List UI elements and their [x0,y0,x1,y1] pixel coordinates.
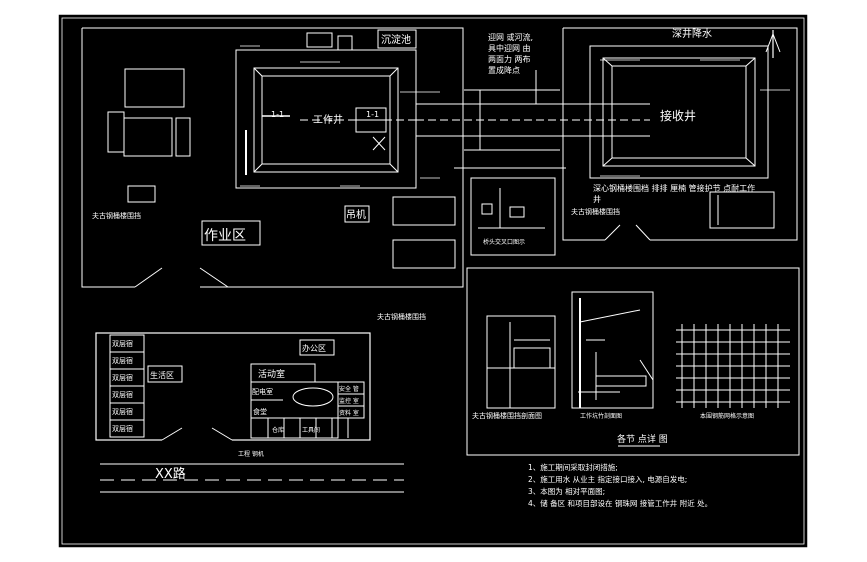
enclosure-label-right: 夫古钢桶楼围挡 [571,207,620,216]
receiving-caption: 深心钢桶楼围档 排排 厘楠 管接护节 点耐工作井 [593,183,755,204]
storage-box [124,68,185,108]
notes-line: 3、本图为 相对平面图; [528,486,605,496]
gate-line-2 [199,267,229,288]
pipe-note-line: 置成降点 [488,65,520,75]
receiving-pit-outer [589,45,769,179]
general-notes: 1、施工期间采取封闭措施; 2、施工用水 从业主 指定接口接入, 电源自发电; 3、… [528,462,712,508]
dorm-6: 双层宿 [112,424,133,433]
bottom-room-1: 食堂 [253,407,267,416]
small-panel [470,177,556,256]
pipe-note: 迎网 或河流,具中迎网 由两面力 两布置成降点 [488,32,533,75]
receiving-caption-line: 井 [593,194,601,204]
pond [292,387,334,407]
enclosure-label-left: 夫古钢桶楼围挡 [92,211,141,220]
office-room-1: 配电室 [252,387,273,396]
pipe-note-line: 具中迎网 由 [488,43,531,53]
side-box-3 [175,117,191,157]
working-pit-outer [235,49,417,189]
gate-label: 工程 钢机 [238,450,264,458]
dorm-2: 双层宿 [112,356,133,365]
receiving-pit-core [611,65,747,159]
office-area-label: 办公区 [302,343,326,353]
receiving-well-label: 接收井 [660,108,696,123]
inner-frame [61,17,805,545]
site-boundary-left [82,27,464,288]
dimension-marks [240,45,790,187]
notes-line: 2、施工用水 从业主 指定接口接入, 电源自发电; [528,474,687,484]
receiving-pit-inner [602,57,756,167]
office-room-4: 资料 室 [339,409,359,417]
small-panel-caption: 桥头交叉口图示 [483,238,525,246]
crane-box [344,205,370,223]
section-mark-label-2: 1-1 [271,110,284,119]
enclosure-label-living: 夫古钢桶楼围挡 [377,312,426,321]
detail-1 [486,315,556,409]
receiving-caption-line: 深心钢桶楼围档 排排 厘楠 管接护节 点耐工作 [593,183,755,193]
activity-room-label: 活动室 [258,368,285,380]
detail-caption-3: 本围钢筋网格示意图 [700,412,754,420]
side-box-1 [107,111,125,153]
outer-frame [57,13,809,549]
gate-line-1 [134,267,163,288]
receiving-small-box [709,191,775,229]
dorm-3: 双层宿 [112,373,133,382]
small-box-2 [337,35,353,51]
notes-line: 4、储 备区 和项目部设在 钢珠网 接管工作井 附近 处。 [528,498,712,508]
side-box-2 [123,117,173,157]
right-box-1 [392,196,456,226]
office-room-3: 监控 室 [339,397,359,405]
working-well-label: 工作井 [313,113,343,126]
road-label: XX路 [155,466,186,482]
detail-2 [571,291,654,409]
site-boundary-left-2 [81,28,135,288]
pipe-note-line: 两面力 两布 [488,54,531,64]
receiving-boundary-2 [562,28,605,241]
details-panel [466,267,800,456]
dorm-4: 双层宿 [112,390,133,399]
crane-label: 吊机 [346,208,366,221]
detail-3-grid [676,324,790,408]
pipe-note-line: 迎网 或河流, [488,32,533,42]
dewatering-label: 深井降水 [672,27,712,40]
bottom-room-2: 仓库 [272,426,284,434]
section-mark-label: 1-1 [366,110,379,119]
office-room-2: 安全 管 [339,385,359,393]
living-area-boundary [95,332,371,441]
bottom-room-3: 工具间 [302,426,320,434]
dorm-5: 双层宿 [112,407,133,416]
work-area-box [201,220,261,246]
living-label-box [147,365,183,383]
detail-title: 各节 点详 图 [617,433,668,445]
receiving-boundary [563,27,798,241]
small-box-1 [306,32,333,48]
office-label-box [299,339,335,356]
right-box-2 [392,239,456,269]
sedimentation-tank-label: 沉淀池 [381,33,411,46]
living-area-label: 生活区 [150,370,174,380]
work-area-label: 作业区 [204,228,246,244]
dorm-1: 双层宿 [112,339,133,348]
notes-line: 1、施工期间采取封闭措施; [528,462,618,472]
detail-caption-1: 夫古钢桶楼围挡剖面图 [472,411,542,420]
sedimentation-box [377,29,417,49]
detail-caption-2: 工作坑竹剖面图 [580,412,622,420]
drawing-sheet [58,14,808,548]
small-box-3 [127,185,156,203]
